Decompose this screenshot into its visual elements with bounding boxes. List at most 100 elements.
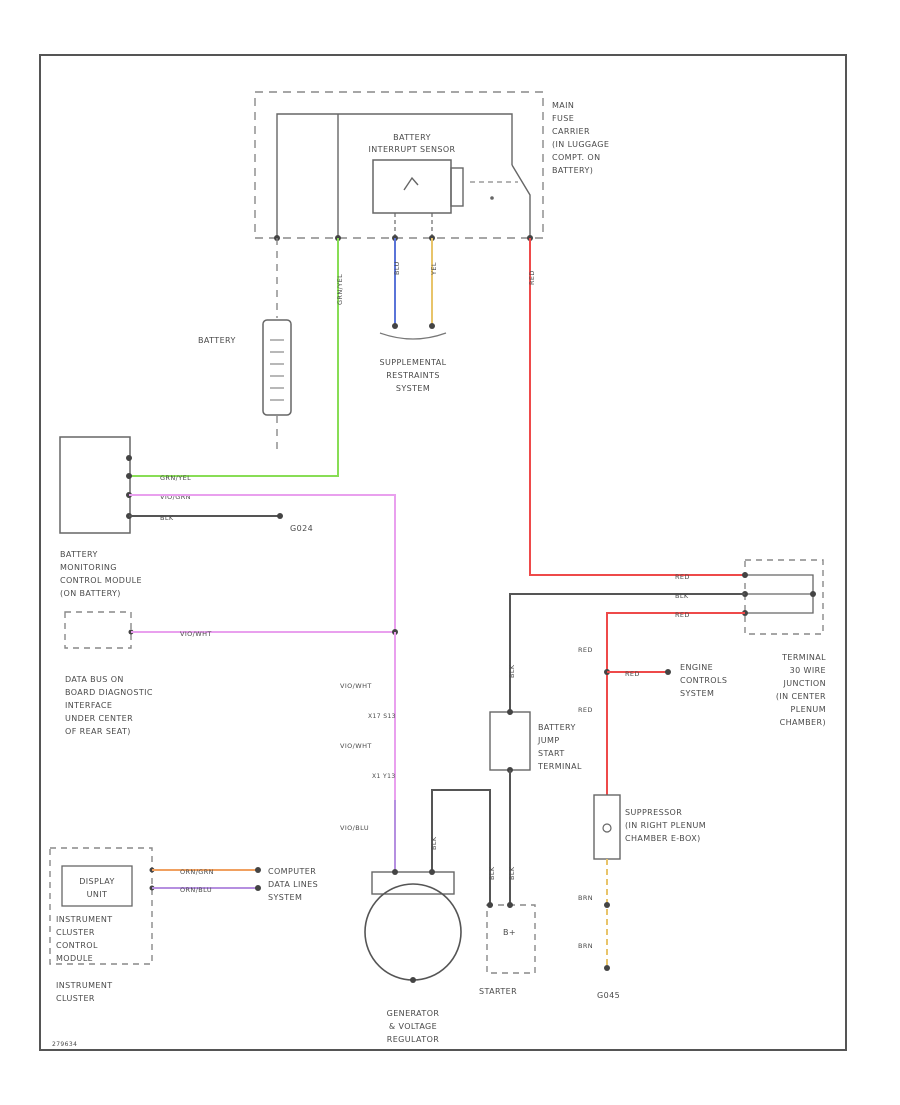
diagram-frame [39, 54, 847, 1051]
generator-label-1: GENERATOR [387, 1009, 440, 1018]
generator-label-3: REGULATOR [387, 1035, 440, 1044]
wire-label-vio-blu: VIO/BLU [340, 824, 369, 832]
wire-label-blk-g024: BLK [160, 514, 174, 522]
battery-label: BATTERY [198, 336, 236, 345]
data-bus-connector: DATA BUS ON BOARD DIAGNOSTIC INTERFACE U… [64, 611, 153, 736]
wire-label-orn-blu: ORN/BLU [180, 886, 212, 894]
ic-control-label-4: MODULE [56, 954, 93, 963]
wire-label-vio-wht-1: VIO/WHT [340, 682, 372, 690]
srs-label-1: SUPPLEMENTAL [379, 358, 446, 367]
wire-red-main [529, 238, 745, 576]
pin-label-x1: X1 Y13 [372, 773, 396, 780]
wire-label-orn-grn: ORN/GRN [180, 868, 214, 876]
ic-control-label-3: CONTROL [56, 941, 98, 950]
figure-id: 279634 [52, 1041, 77, 1048]
terminal-label-3: JUNCTION [782, 679, 826, 688]
generator-label-2: & VOLTAGE [389, 1022, 437, 1031]
ic-control-label-1: INSTRUMENT [56, 915, 113, 924]
wire-label-grn-yel: GRN/YEL [160, 474, 191, 482]
mfc-line-6: BATTERY) [552, 166, 593, 175]
wire-label-red-junction: RED [675, 573, 690, 581]
display-unit-label-2: UNIT [87, 890, 108, 899]
wire-label-blk-junction: BLK [675, 592, 689, 600]
terminal-label-5: PLENUM [791, 705, 826, 714]
engine-controls-label-3: SYSTEM [680, 689, 714, 698]
computer-data-label-2: DATA LINES [268, 880, 318, 889]
data-bus-label-4: UNDER CENTER [65, 714, 133, 723]
wire-label-brn-1: BRN [578, 894, 593, 902]
wire-label-grn-yel-vertical: GRN/YEL [336, 274, 344, 305]
mfc-line-3: CARRIER [552, 127, 590, 136]
bmcm-label-1: BATTERY [60, 550, 98, 559]
wire-label-red-supp-1: RED [578, 646, 593, 654]
wire-blk-jump [509, 593, 745, 712]
wire-label-red-main: RED [528, 270, 536, 285]
g045-label: G045 [597, 991, 620, 1000]
starter-b-label: B+ [503, 928, 516, 937]
computer-data-label-1: COMPUTER [268, 867, 316, 876]
bmcm-label-2: MONITORING [60, 563, 117, 572]
jump-start-label-1: BATTERY [538, 723, 576, 732]
wire-label-red-supp-2: RED [578, 706, 593, 714]
suppressor-label-2: (IN RIGHT PLENUM [625, 821, 706, 830]
data-bus-label-5: OF REAR SEAT) [65, 727, 131, 736]
terminal-label-2: 30 WIRE [790, 666, 826, 675]
wire-label-blk-gen-2: BLK [488, 866, 496, 880]
suppressor-label-1: SUPPRESSOR [625, 808, 682, 817]
wire-label-red-engine: RED [625, 670, 640, 678]
battery-symbol: BATTERY [198, 238, 292, 455]
wire-vio-grn [129, 494, 396, 632]
wire-label-yel: YEL [430, 262, 438, 276]
wire-label-vio-wht-data-bus: VIO/WHT [180, 630, 212, 638]
battery-interrupt-label-2: INTERRUPT SENSOR [369, 145, 456, 154]
jump-start-label-3: START [538, 749, 565, 758]
instrument-cluster-label-1: INSTRUMENT [56, 981, 113, 990]
instrument-cluster: DISPLAY UNIT INSTRUMENT CLUSTER CONTROL … [49, 847, 155, 1003]
data-bus-label-3: INTERFACE [65, 701, 112, 710]
wire-grn-yel [129, 238, 339, 477]
display-unit-label-1: DISPLAY [79, 877, 115, 886]
g024-label: G024 [290, 524, 313, 533]
jump-start-terminal: BATTERY JUMP START TERMINAL [489, 709, 582, 773]
main-fuse-carrier-label: MAIN FUSE CARRIER (IN LUGGAGE COMPT. ON … [552, 101, 609, 175]
terminal-label-4: (IN CENTER [776, 692, 826, 701]
starter: B+ STARTER [479, 902, 536, 996]
starter-label: STARTER [479, 987, 517, 996]
engine-controls-label-2: CONTROLS [680, 676, 727, 685]
srs-label-3: SYSTEM [396, 384, 430, 393]
terminal-label-6: CHAMBER) [780, 718, 826, 727]
terminal-label-1: TERMINAL [781, 653, 826, 662]
wire-label-blk-gen: BLK [430, 836, 438, 850]
engine-controls-label-1: ENGINE [680, 663, 713, 672]
terminal-30-junction: TERMINAL 30 WIRE JUNCTION (IN CENTER PLE… [742, 559, 826, 727]
wire-label-brn-2: BRN [578, 942, 593, 950]
generator: GENERATOR & VOLTAGE REGULATOR [364, 869, 462, 1044]
battery-interrupt-label-1: BATTERY [393, 133, 431, 142]
wire-label-blk-jump-vert: BLK [508, 664, 516, 678]
wire-label-red-supp-junction: RED [675, 611, 690, 619]
suppressor-label-3: CHAMBER E-BOX) [625, 834, 701, 843]
wire-label-blu: BLU [393, 261, 401, 275]
wire-blk-generator [431, 789, 491, 905]
bmcm-module: BATTERY MONITORING CONTROL MODULE (ON BA… [59, 436, 142, 598]
suppressor: SUPPRESSOR (IN RIGHT PLENUM CHAMBER E-BO… [593, 794, 706, 860]
mfc-line-5: COMPT. ON [552, 153, 601, 162]
jump-start-label-2: JUMP [537, 736, 560, 745]
battery-interrupt-sensor: BATTERY INTERRUPT SENSOR [369, 133, 464, 238]
bmcm-label-3: CONTROL MODULE [60, 576, 142, 585]
pin-label-x17: X17 S13 [368, 713, 396, 720]
srs-label-2: RESTRAINTS [386, 371, 440, 380]
bmcm-label-4: (ON BATTERY) [60, 589, 121, 598]
mfc-line-4: (IN LUGGAGE [552, 140, 609, 149]
ic-control-label-2: CLUSTER [56, 928, 95, 937]
main-fuse-carrier [254, 91, 544, 239]
mfc-line-1: MAIN [552, 101, 574, 110]
wire-label-vio-wht-2: VIO/WHT [340, 742, 372, 750]
srs-wires: BLU YEL SUPPLEMENTAL RESTRAINTS SYSTEM [379, 238, 446, 393]
data-bus-label-2: BOARD DIAGNOSTIC [65, 688, 153, 697]
wire-label-vio-grn: VIO/GRN [160, 493, 191, 501]
jump-start-label-4: TERMINAL [537, 762, 582, 771]
wire-red-suppressor [606, 612, 745, 795]
